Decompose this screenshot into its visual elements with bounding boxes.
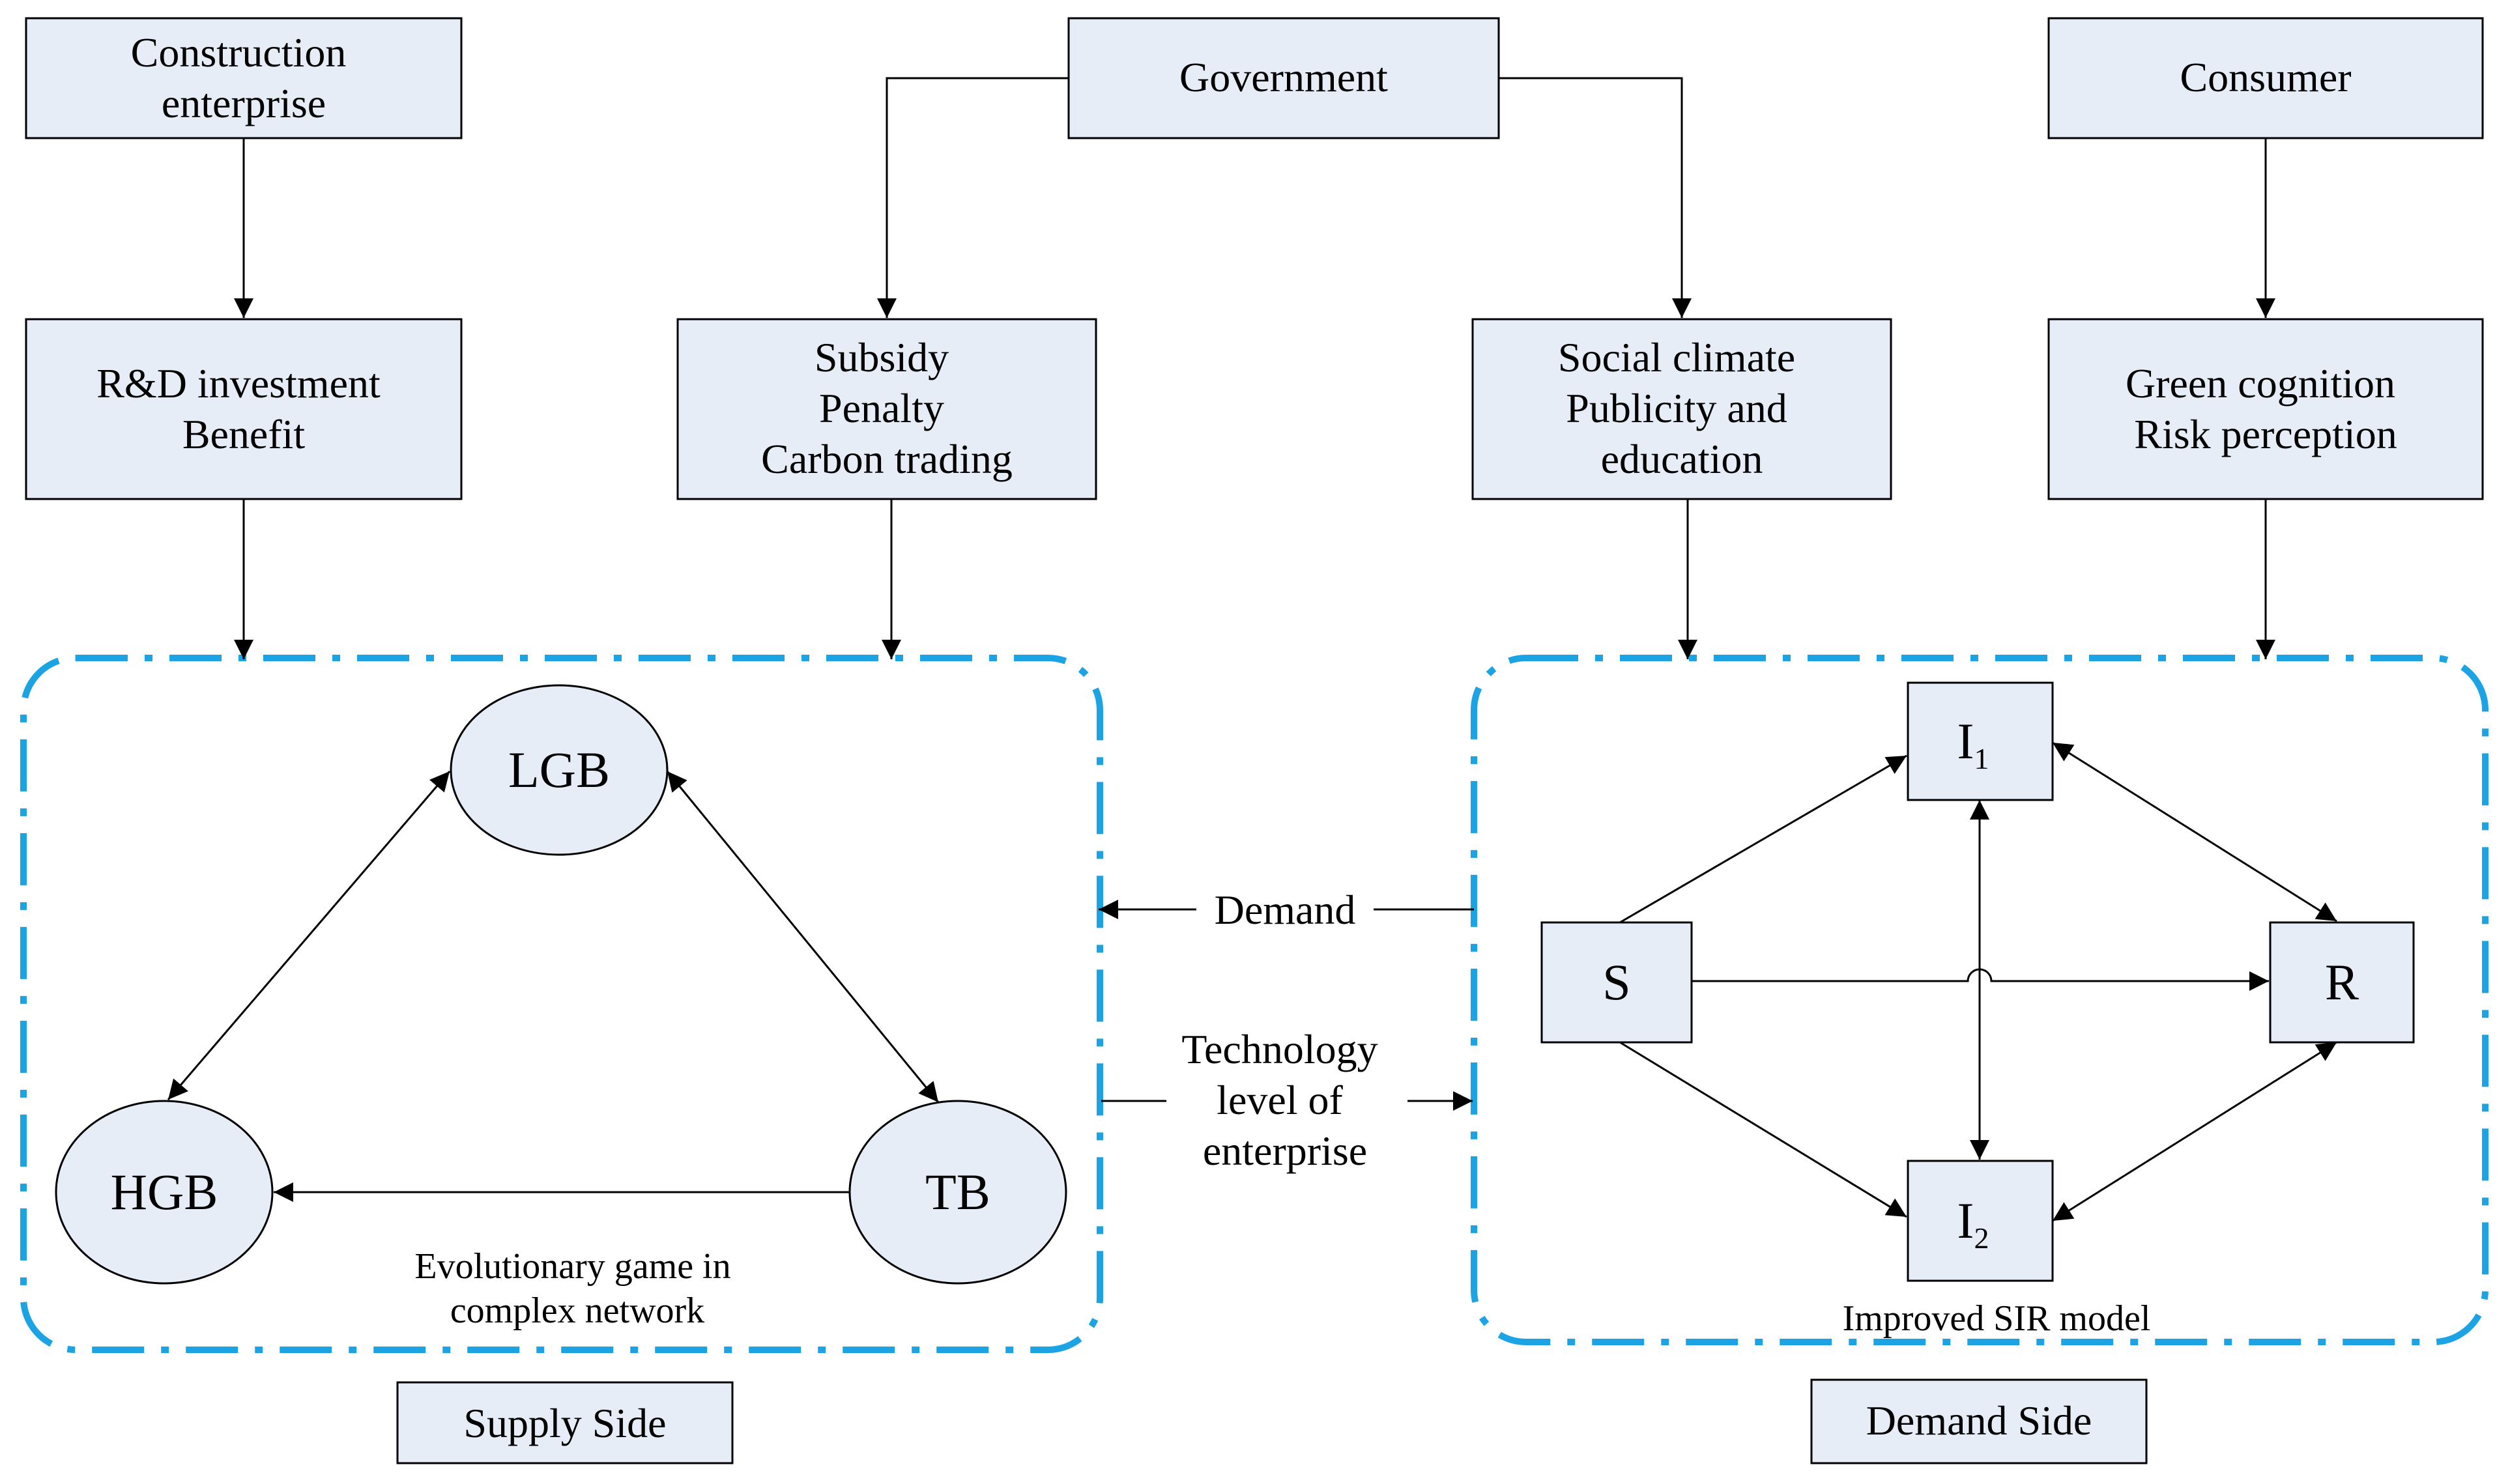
social-line-3: education <box>1601 436 1763 482</box>
supply-caption: Evolutionary game in complex network <box>414 1246 740 1331</box>
social-climate-label: Social climate Publicity and education <box>1558 334 1806 482</box>
supply-side-label: Supply Side <box>463 1400 666 1446</box>
node-i1-label: I1 <box>1957 713 1989 775</box>
node-i1-letter: I <box>1957 713 1974 769</box>
tech-line-1: Technology <box>1181 1026 1378 1072</box>
green-line-1: Green cognition <box>2126 360 2395 407</box>
supply-caption-line-1: Evolutionary game in <box>414 1246 730 1287</box>
consumer-box <box>2047 17 2484 139</box>
rd-investment-box <box>25 318 463 500</box>
consumer-label: Consumer <box>2180 54 2351 100</box>
edge-s-i1 <box>1619 754 1907 924</box>
edge-s-i2 <box>1619 1041 1907 1218</box>
rd-line-2: Benefit <box>182 411 306 457</box>
edge-i1-r <box>2052 741 2337 922</box>
arrow-government-to-policy <box>877 77 1069 318</box>
node-lgb <box>450 684 669 856</box>
green-line-2: Risk perception <box>2134 411 2397 457</box>
node-i2-letter: I <box>1957 1192 1974 1249</box>
demand-caption: Improved SIR model <box>1843 1298 2151 1339</box>
policy-line-2: Penalty <box>819 385 944 431</box>
tech-line-3: enterprise <box>1203 1128 1367 1174</box>
demand-link-label: Demand <box>1215 887 1356 933</box>
green-cognition-label: Green cognition Risk perception <box>2126 360 2406 457</box>
node-i1-subscript: 1 <box>1974 742 1989 775</box>
edge-lgb-hgb <box>167 771 451 1100</box>
supply-side-label-box <box>396 1381 734 1464</box>
node-tb-label: TB <box>925 1163 990 1220</box>
green-cognition-box <box>2047 318 2484 500</box>
node-hgb-label: HGB <box>111 1163 218 1220</box>
arrow-government-to-social <box>1499 77 1692 318</box>
node-r-label: R <box>2325 954 2359 1010</box>
node-lgb-label: LGB <box>508 741 610 798</box>
edge-lgb-tb <box>666 771 940 1103</box>
supply-side-group <box>20 655 1103 1353</box>
node-s-label: S <box>1602 954 1630 1010</box>
government-label: Government <box>1179 54 1388 100</box>
tech-line-2: level of <box>1217 1077 1343 1123</box>
node-s <box>1540 921 1693 1044</box>
node-i2 <box>1907 1160 2054 1282</box>
policy-tools-box <box>676 318 1097 500</box>
node-i2-subscript: 2 <box>1974 1221 1989 1255</box>
node-hgb <box>55 1100 274 1285</box>
demand-side-group <box>1471 655 2488 1345</box>
policy-line-3: Carbon trading <box>761 436 1013 482</box>
node-i1 <box>1907 681 2054 801</box>
construction-enterprise-label: Construction enterprise <box>131 29 357 126</box>
government-box <box>1067 17 1500 139</box>
policy-line-1: Subsidy <box>815 334 949 380</box>
rd-investment-label: R&D investment Benefit <box>96 360 391 457</box>
tech-link-label: Technology level of enterprise <box>1181 1026 1388 1174</box>
policy-tools-label: Subsidy Penalty Carbon trading <box>761 334 1013 482</box>
construction-line-1: Construction <box>131 29 347 76</box>
construction-line-2: enterprise <box>162 80 326 126</box>
supply-caption-line-2: complex network <box>450 1291 704 1331</box>
edge-i2-r <box>2052 1041 2337 1222</box>
demand-side-label-box <box>1810 1378 2148 1464</box>
node-tb <box>848 1100 1067 1285</box>
social-line-2: Publicity and <box>1566 385 1787 431</box>
social-climate-box <box>1471 318 1892 500</box>
node-r <box>2269 921 2415 1044</box>
construction-enterprise-box <box>25 17 463 139</box>
social-line-1: Social climate <box>1558 334 1795 380</box>
demand-side-label: Demand Side <box>1866 1397 2092 1444</box>
rd-line-1: R&D investment <box>96 360 381 407</box>
node-i2-label: I2 <box>1957 1192 1989 1255</box>
